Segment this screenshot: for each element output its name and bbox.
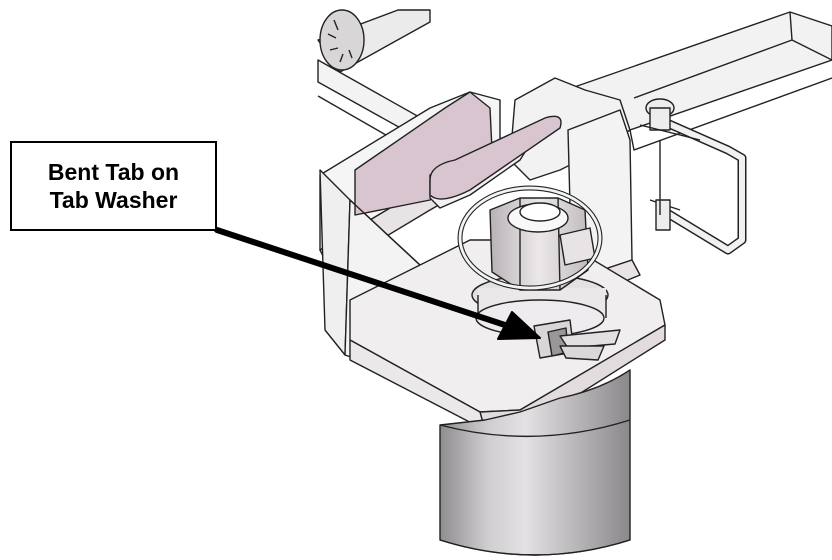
callout-line-2: Tab Washer — [49, 187, 178, 213]
bent-tab — [533, 319, 621, 361]
callout-line-1: Bent Tab on — [47, 159, 180, 185]
dial-tick — [339, 53, 344, 63]
dial-tick — [327, 33, 337, 39]
hex-nut — [489, 197, 596, 291]
cylinder — [439, 369, 631, 556]
dial-tick — [333, 19, 339, 31]
center-yoke — [429, 77, 641, 301]
dial-tick — [348, 49, 353, 59]
lock-wire — [457, 185, 603, 291]
callout-box: Bent Tab on Tab Washer — [10, 141, 217, 231]
leader-arrow — [214, 227, 541, 340]
dial-tick — [329, 47, 339, 51]
handle-loop — [639, 98, 747, 255]
